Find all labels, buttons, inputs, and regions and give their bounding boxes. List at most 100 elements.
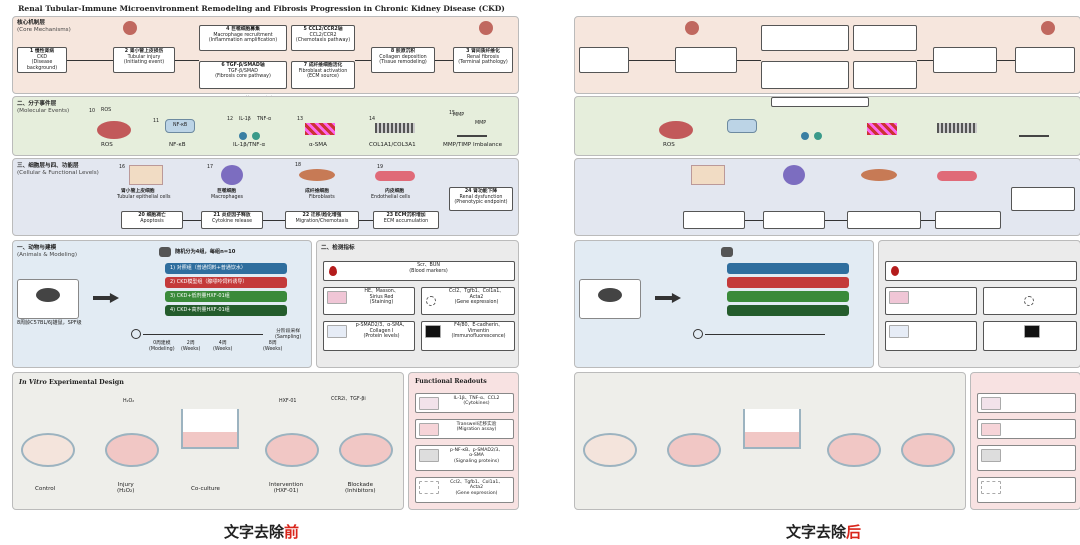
nfkb-icon bbox=[727, 119, 757, 133]
function-box-empty bbox=[763, 211, 825, 229]
collagen-fiber-icon bbox=[937, 123, 977, 133]
section-label: 三、细胞层与四、功能层(Cellular & Functional Levels… bbox=[17, 163, 99, 176]
arrow-right-icon bbox=[93, 293, 119, 303]
mouse-box bbox=[17, 279, 79, 319]
endothelial-cell-icon bbox=[937, 171, 977, 181]
reagent-label: HXF-01 bbox=[279, 399, 297, 404]
cytokine-icon bbox=[801, 125, 827, 140]
readout-box: IL-1β、TNF-α、CCL2 (Cytokines) bbox=[415, 393, 514, 413]
cell-label-en: Endothelial cells bbox=[371, 195, 411, 200]
cell-label-zh: 巨噬细胞 bbox=[217, 189, 237, 194]
readout-box-empty bbox=[977, 393, 1076, 413]
condition-label: Intervention (HXF-01) bbox=[269, 482, 304, 494]
mouse-description: 8周龄C57BL/6J雄鼠，SPF级 bbox=[17, 320, 82, 326]
asma-fiber-icon bbox=[305, 123, 335, 135]
reagent-label: H₂O₂ bbox=[123, 399, 135, 404]
section-label: 二、检测指标 bbox=[321, 245, 355, 251]
petri-dish-icon bbox=[339, 433, 393, 467]
functional-readouts-section: Functional Readouts IL-1β、TNF-α、CCL2 (Cy… bbox=[408, 372, 519, 510]
molecule-label: COL1A1/COL3A1 bbox=[369, 142, 416, 148]
mmp-sublabel: MMP bbox=[453, 113, 465, 118]
mouse-box bbox=[579, 279, 641, 319]
petri-dish-icon bbox=[901, 433, 955, 467]
cell-label-en: Macrophages bbox=[211, 195, 244, 200]
balance-scale-icon bbox=[1019, 119, 1049, 137]
blood-drop-icon bbox=[891, 266, 899, 276]
kidney-icon bbox=[479, 21, 493, 35]
fluorescence-icon bbox=[425, 325, 441, 338]
clock-icon bbox=[693, 329, 703, 339]
group-bar-empty bbox=[727, 291, 849, 302]
cell-label-en: Tubular epithelial cells bbox=[117, 195, 171, 200]
panel-after: ROS bbox=[566, 4, 1080, 541]
cellular-functional-section bbox=[574, 158, 1080, 236]
indicator-box: Ccl2、Tgfb1、Col1a1、 Acta2 (Gene expressio… bbox=[421, 287, 515, 315]
molecule-label: IL-1β/TNF-α bbox=[233, 142, 266, 148]
molecule-label: MMP/TIMP Imbalance bbox=[443, 142, 503, 148]
stained-slide-icon bbox=[889, 291, 909, 304]
mitochondria-icon bbox=[97, 121, 131, 139]
indicator-box-empty bbox=[885, 261, 1077, 281]
asma-fiber-icon bbox=[867, 123, 897, 135]
transwell-icon bbox=[181, 409, 239, 449]
condition-label: Blockade (Inhibitors) bbox=[345, 482, 376, 494]
condition-label: Co-culture bbox=[191, 486, 220, 492]
epithelial-cell-icon bbox=[691, 165, 725, 185]
section-label: 核心机制层(Core Mechanisms) bbox=[17, 20, 71, 33]
timp-sublabel: MMP bbox=[475, 121, 487, 126]
arrow-right-icon bbox=[655, 293, 681, 303]
cell-number: 17 bbox=[207, 165, 214, 170]
collagen-fiber-icon bbox=[375, 123, 415, 133]
group-title: 随机分为4组，每组n=10 bbox=[175, 249, 236, 255]
petri-dish-icon bbox=[105, 433, 159, 467]
cytokine-well-icon bbox=[981, 397, 1001, 410]
panel-before: Renal Tubular-Immune Microenvironment Re… bbox=[4, 4, 519, 541]
indicator-box-empty bbox=[885, 321, 977, 351]
blot-icon bbox=[419, 449, 439, 462]
mechanism-box-empty bbox=[761, 61, 849, 89]
molecule-label: NF-κB bbox=[169, 142, 186, 148]
dna-icon bbox=[981, 481, 1001, 494]
condition-label: Injury (H₂O₂) bbox=[117, 482, 135, 494]
timeline-point: 8周(Weeks) bbox=[263, 341, 283, 352]
indicator-box: Scr、BUN (Blood markers) bbox=[323, 261, 515, 281]
kidney-icon bbox=[1041, 21, 1055, 35]
in-vitro-section: In Vitro Experimental Design H₂O₂ HXF-01… bbox=[12, 372, 404, 510]
mechanism-box-empty bbox=[1015, 47, 1075, 73]
fibroblast-icon bbox=[299, 169, 335, 181]
cytokine-well-icon bbox=[419, 397, 439, 410]
petri-dish-icon bbox=[827, 433, 881, 467]
western-blot-icon bbox=[889, 325, 909, 338]
timeline-point: 2周(Weeks) bbox=[181, 341, 201, 352]
indicator-box: p-SMAD2/3、α-SMA、 Collagen I (Protein lev… bbox=[323, 321, 415, 351]
nfkb-sublabel: NF-κB bbox=[173, 123, 188, 128]
macrophage-icon bbox=[783, 165, 805, 185]
cell-number: 18 bbox=[295, 163, 302, 168]
group-people-icon bbox=[721, 247, 733, 257]
mitochondria-icon bbox=[659, 121, 693, 139]
group-bar: 4) CKD+高剂量HXF-01组 bbox=[165, 305, 287, 316]
petri-dish-icon bbox=[21, 433, 75, 467]
section-label: In Vitro Experimental Design bbox=[19, 378, 124, 386]
candidate-box-empty bbox=[771, 97, 869, 107]
transwell-small-icon bbox=[981, 423, 1001, 436]
dna-icon bbox=[426, 296, 436, 306]
cell-number: 16 bbox=[119, 165, 126, 170]
transwell-icon bbox=[743, 409, 801, 449]
caption-before: 文字去除前 bbox=[223, 523, 300, 541]
transwell-small-icon bbox=[419, 423, 439, 436]
readout-box: Transwell迁移实验 (Migration assay) bbox=[415, 419, 514, 439]
petri-dish-icon bbox=[265, 433, 319, 467]
section-label: Functional Readouts bbox=[415, 378, 487, 385]
macrophage-icon bbox=[221, 165, 243, 185]
balance-scale-icon bbox=[457, 119, 487, 137]
fibroblast-icon bbox=[861, 169, 897, 181]
indicator-box-empty bbox=[983, 287, 1077, 315]
